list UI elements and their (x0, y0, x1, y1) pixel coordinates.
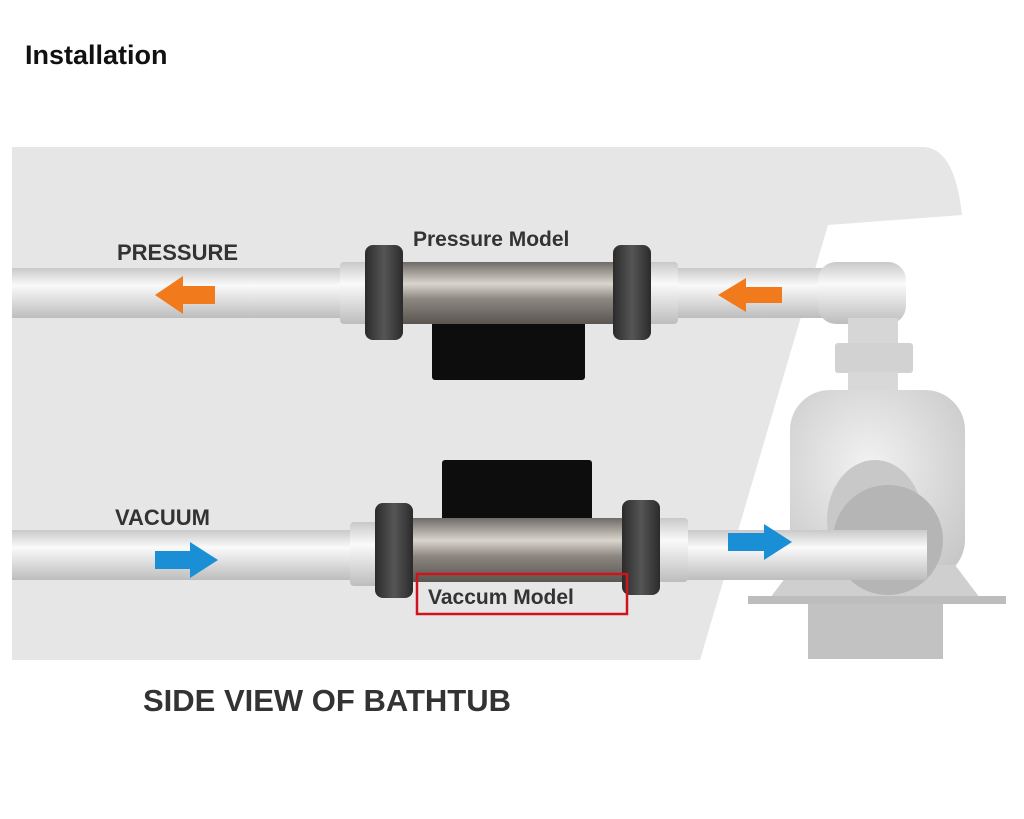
vacuum-label: VACUUM (115, 505, 210, 530)
vacuum-arrow-left-icon (155, 542, 218, 578)
vacuum-model-controller (442, 460, 592, 530)
vacuum-model-cylinder (390, 518, 640, 582)
diagram-caption: SIDE VIEW OF BATHTUB (143, 683, 511, 718)
pressure-model-label: Pressure Model (413, 228, 569, 251)
pressure-model-controller (432, 310, 585, 380)
pressure-arrow-left-icon (155, 276, 215, 314)
pressure-line (12, 245, 892, 380)
highlight-box (415, 572, 629, 616)
pressure-label: PRESSURE (117, 240, 238, 265)
vacuum-arrow-right-icon (728, 524, 792, 560)
vacuum-line (12, 460, 927, 598)
vacuum-model-label: Vaccum Model (428, 586, 574, 609)
pressure-arrow-right-icon (718, 278, 782, 312)
page-title: Installation (25, 40, 168, 70)
pressure-model-cylinder (380, 262, 630, 324)
